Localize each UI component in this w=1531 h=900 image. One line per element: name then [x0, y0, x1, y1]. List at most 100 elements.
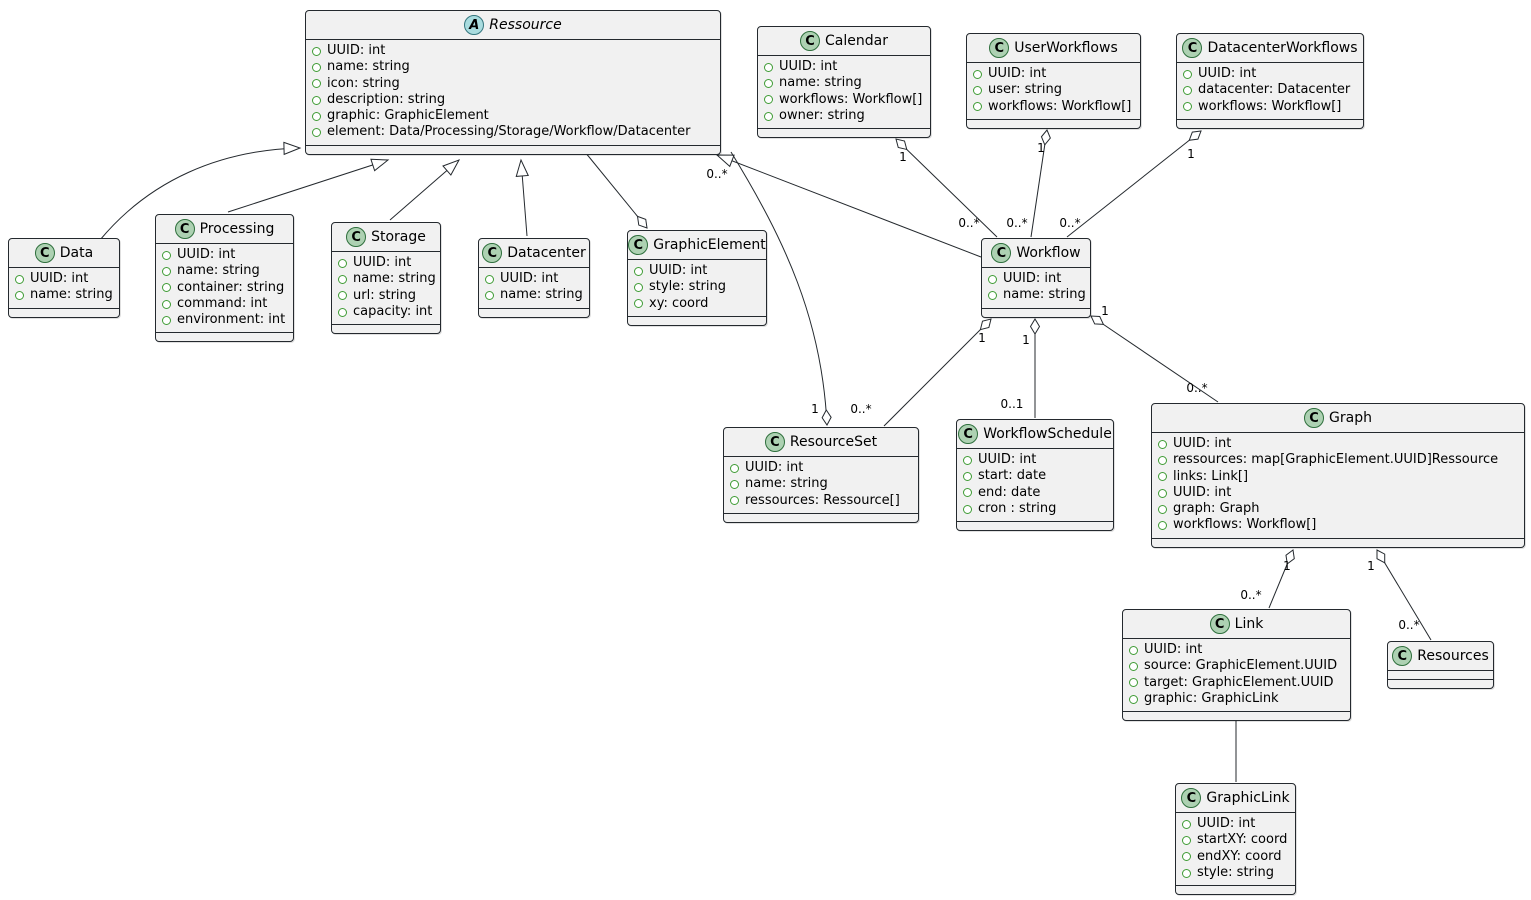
multiplicity-label: 1: [1101, 304, 1109, 318]
edge-workflow-graph-aggregation: [1090, 315, 1219, 403]
empty-methods-compartment: [957, 521, 1113, 530]
field-visibility-icon: [162, 315, 171, 325]
class-name: Link: [1234, 616, 1264, 632]
attribute-row: UUID: int: [1182, 816, 1287, 832]
attribute-row: ressources: map[GraphicElement.UUID]Ress…: [1158, 452, 1516, 468]
empty-attributes-compartment: [1388, 671, 1493, 679]
empty-methods-compartment: [1176, 885, 1295, 894]
attribute-row: cron : string: [963, 501, 1105, 517]
attribute-row: UUID: int: [312, 43, 712, 59]
empty-methods-compartment: [758, 128, 930, 137]
edge-workflow-extends-ressource-inheritance: [715, 154, 982, 258]
attribute-row: ressources: Ressource[]: [730, 493, 910, 509]
field-visibility-icon: [162, 250, 171, 260]
attribute-row: name: string: [730, 476, 910, 492]
attribute-text: name: string: [500, 287, 583, 303]
attribute-row: start: date: [963, 468, 1105, 484]
attribute-text: name: string: [745, 476, 828, 492]
attribute-text: workflows: Workflow[]: [988, 98, 1132, 114]
class-name: WorkflowSchedule: [983, 426, 1112, 442]
attribute-row: name: string: [338, 271, 436, 287]
attribute-text: UUID: int: [177, 247, 236, 262]
empty-methods-compartment: [1388, 679, 1493, 688]
field-visibility-icon: [988, 290, 997, 300]
field-visibility-icon: [1158, 521, 1167, 531]
class-icon: C: [1392, 646, 1413, 666]
attribute-row: UUID: int: [338, 255, 432, 271]
attribute-text: endXY: coord: [1197, 848, 1282, 864]
attribute-text: name: string: [30, 287, 113, 303]
field-visibility-icon: [312, 95, 321, 105]
multiplicity-label: 1: [1367, 559, 1375, 573]
attribute-row: name: string: [485, 287, 583, 303]
empty-methods-compartment: [479, 307, 589, 317]
field-visibility-icon: [973, 69, 982, 79]
class-icon: C: [346, 227, 367, 247]
attribute-text: workflows: Workflow[]: [1198, 98, 1342, 114]
field-visibility-icon: [973, 85, 982, 95]
class-name: ResourceSet: [789, 434, 878, 450]
attribute-text: UUID: int: [1173, 436, 1232, 451]
attribute-row: name: string: [15, 287, 113, 303]
empty-methods-compartment: [982, 307, 1090, 317]
attribute-row: UUID: int: [15, 271, 111, 287]
attribute-row: end: date: [963, 485, 1105, 501]
attribute-row: owner: string: [764, 108, 922, 124]
field-visibility-icon: [162, 283, 171, 293]
class-icon: C: [764, 432, 785, 452]
attribute-text: links: Link[]: [1173, 468, 1249, 484]
field-visibility-icon: [312, 46, 321, 56]
class-name: Ressource: [489, 17, 562, 33]
class-name: Resources: [1417, 648, 1489, 664]
field-visibility-icon: [338, 258, 347, 268]
attribute-text: target: GraphicElement.UUID: [1144, 674, 1334, 690]
field-visibility-icon: [730, 479, 739, 489]
class-icon: C: [989, 38, 1010, 58]
attribute-text: UUID: int: [988, 66, 1047, 81]
multiplicity-label: 0..*: [1186, 381, 1207, 395]
field-visibility-icon: [1183, 85, 1192, 95]
attribute-row: workflows: Workflow[]: [1158, 517, 1516, 533]
multiplicity-label: 0..*: [1059, 216, 1080, 230]
attribute-text: UUID: int: [978, 452, 1037, 467]
attribute-row: UUID: int: [1158, 436, 1516, 452]
class-icon: C: [1182, 38, 1203, 58]
attribute-text: startXY: coord: [1197, 832, 1288, 848]
attribute-row: style: string: [634, 279, 758, 295]
attribute-text: graph: Graph: [1173, 501, 1260, 517]
multiplicity-label: 1: [1187, 147, 1195, 161]
edge-graph-link-aggregation: [1268, 549, 1295, 609]
field-visibility-icon: [312, 111, 321, 121]
attribute-row: graphic: GraphicElement: [312, 108, 712, 124]
field-visibility-icon: [312, 62, 321, 72]
attribute-row: source: GraphicElement.UUID: [1129, 658, 1342, 674]
attribute-text: environment: int: [177, 312, 286, 328]
attribute-text: UUID: int: [1197, 816, 1256, 831]
empty-methods-compartment: [1123, 711, 1350, 720]
attribute-row: UUID: int: [1129, 642, 1342, 658]
attribute-row: capacity: int: [338, 304, 432, 320]
field-visibility-icon: [963, 471, 972, 481]
attribute-row: UUID: int: [485, 271, 581, 287]
attribute-row: name: string: [312, 59, 712, 75]
attribute-text: workflows: Workflow[]: [1173, 517, 1317, 533]
field-visibility-icon: [1182, 835, 1191, 845]
attribute-text: workflows: Workflow[]: [779, 91, 923, 107]
empty-methods-compartment: [9, 307, 119, 317]
